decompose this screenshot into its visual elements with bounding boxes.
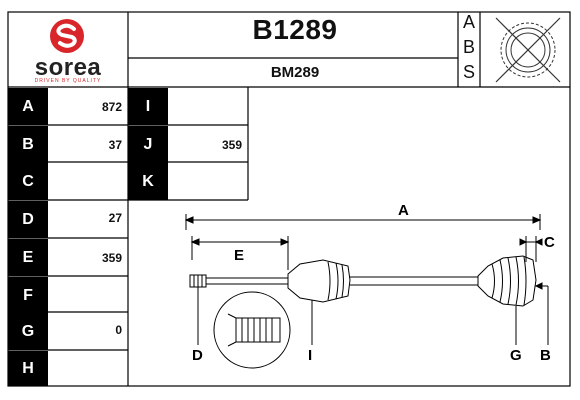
- spec-label-j: J: [128, 126, 168, 163]
- spec-value-g: 0: [115, 323, 122, 337]
- spec-value-j: 359: [221, 138, 242, 152]
- spec-label-a: A: [8, 88, 48, 125]
- diagram-label-b: B: [540, 347, 551, 364]
- diagram-label-g: G: [510, 347, 522, 364]
- diagram-label-c: C: [544, 234, 555, 251]
- spec-label-h: H: [8, 351, 48, 386]
- brand-logo: sorea DRIVEN BY QUALITY: [10, 14, 126, 86]
- alt-part-number: BM289: [270, 64, 320, 81]
- diagram-label-d: D: [192, 347, 203, 364]
- spec-value-d: 27: [108, 211, 122, 225]
- no-abs-ring-icon: [495, 17, 561, 83]
- diagram-label-i: I: [308, 347, 312, 364]
- abs-letter-b: B: [462, 37, 475, 57]
- diagram-label-e: E: [234, 247, 244, 264]
- spec-label-c: C: [8, 163, 48, 200]
- spec-label-k: K: [128, 163, 168, 200]
- spec-label-b: B: [8, 126, 48, 163]
- spec-label-f: F: [8, 277, 48, 314]
- spec-label-d: D: [8, 201, 48, 238]
- sorea-logo-icon: [50, 19, 84, 53]
- abs-letter-s: S: [462, 62, 475, 82]
- spec-value-e: 359: [101, 251, 122, 265]
- spec-label-g: G: [8, 313, 48, 350]
- drive-shaft-diagram: A E C D I G B: [184, 202, 555, 369]
- diagram-label-a: A: [398, 202, 409, 219]
- spec-value-a: 872: [101, 100, 122, 114]
- spec-label-i: I: [128, 88, 168, 125]
- spec-value-b: 37: [108, 138, 122, 152]
- spec-label-e: E: [8, 239, 48, 276]
- brand-tagline: DRIVEN BY QUALITY: [34, 78, 102, 84]
- abs-letter-a: A: [462, 12, 475, 32]
- part-number: B1289: [252, 14, 338, 45]
- brand-name: sorea: [34, 54, 102, 81]
